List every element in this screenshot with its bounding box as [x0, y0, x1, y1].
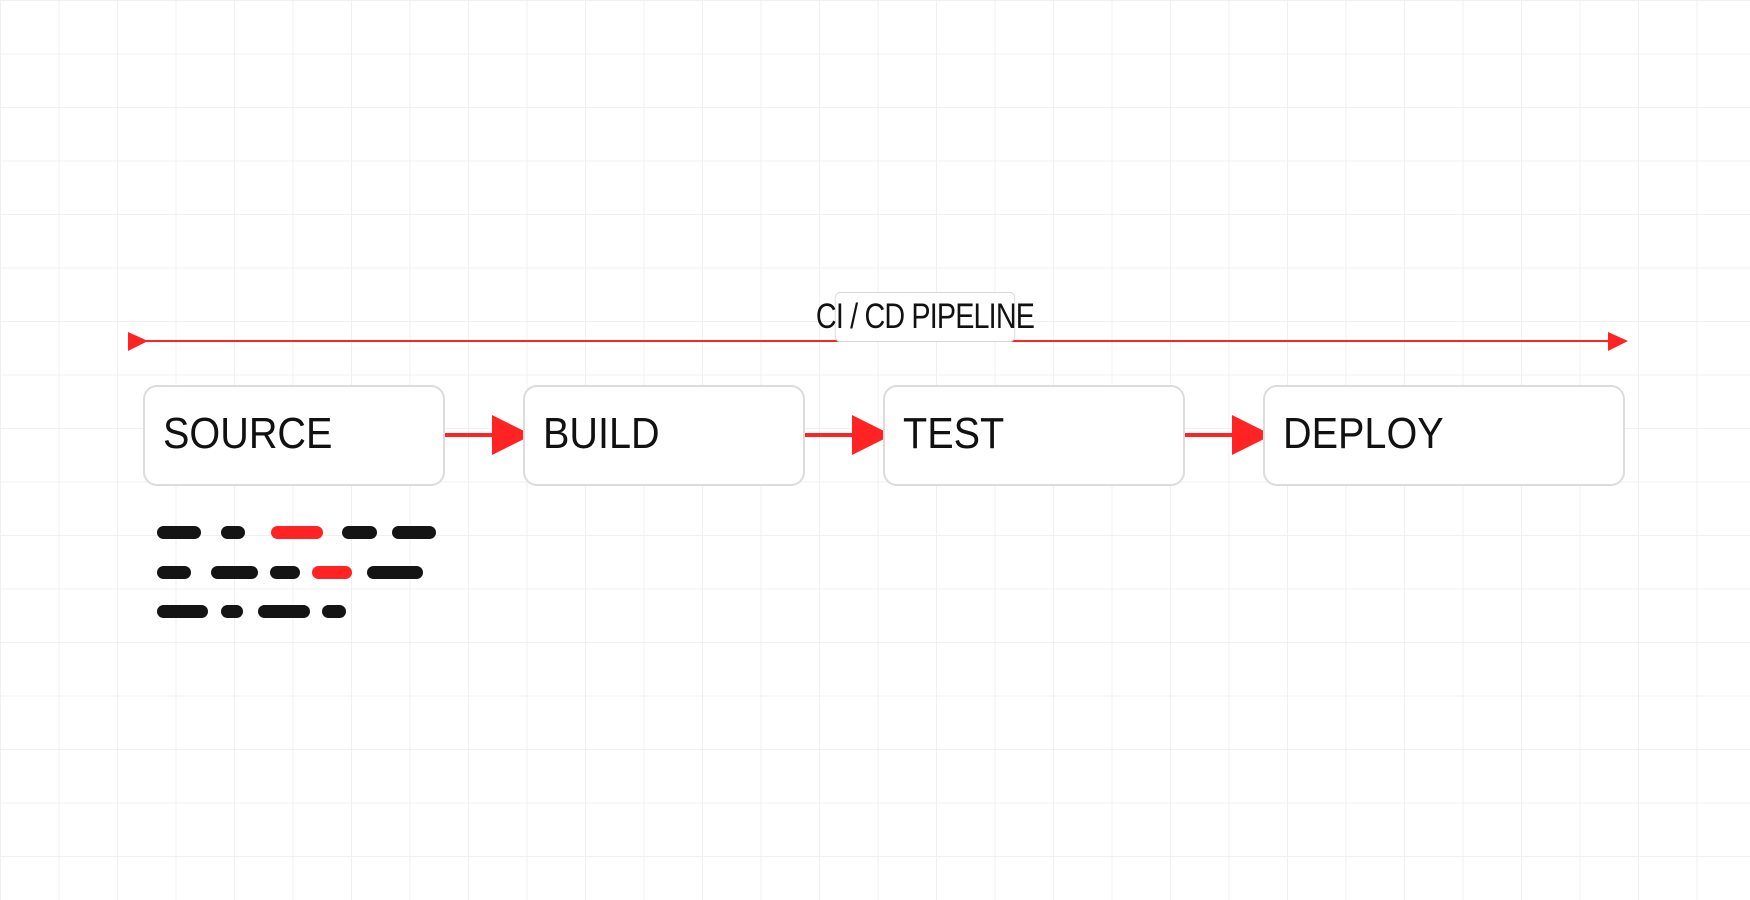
code-dash [342, 526, 377, 539]
stage-label-deploy: DEPLOY [1283, 409, 1444, 458]
stage-label-test: TEST [903, 409, 1005, 458]
code-dash [211, 566, 258, 579]
stage-test: TEST [883, 385, 1185, 486]
arrowhead-test-deploy [1232, 415, 1272, 455]
stage-label-source: SOURCE [163, 409, 333, 458]
arrowhead-source-build [492, 415, 532, 455]
stage-source: SOURCE [143, 385, 445, 486]
code-dash [157, 526, 201, 539]
code-dash [367, 566, 423, 579]
code-dash [157, 566, 191, 579]
span-arrowhead-left [128, 332, 148, 351]
code-dash [322, 605, 346, 618]
code-dash [221, 605, 243, 618]
span-arrowhead-right [1608, 332, 1628, 351]
arrowhead-build-test [852, 415, 892, 455]
code-dash [270, 566, 300, 579]
code-dash [258, 605, 310, 618]
stage-build: BUILD [523, 385, 805, 486]
code-dash [271, 526, 323, 539]
code-dash [157, 605, 208, 618]
stage-label-build: BUILD [543, 409, 660, 458]
code-dash [221, 526, 245, 539]
code-dash [392, 526, 436, 539]
stage-deploy: DEPLOY [1263, 385, 1625, 486]
pipeline-title: CI / CD PIPELINE [816, 292, 1035, 342]
code-dash [312, 566, 352, 579]
